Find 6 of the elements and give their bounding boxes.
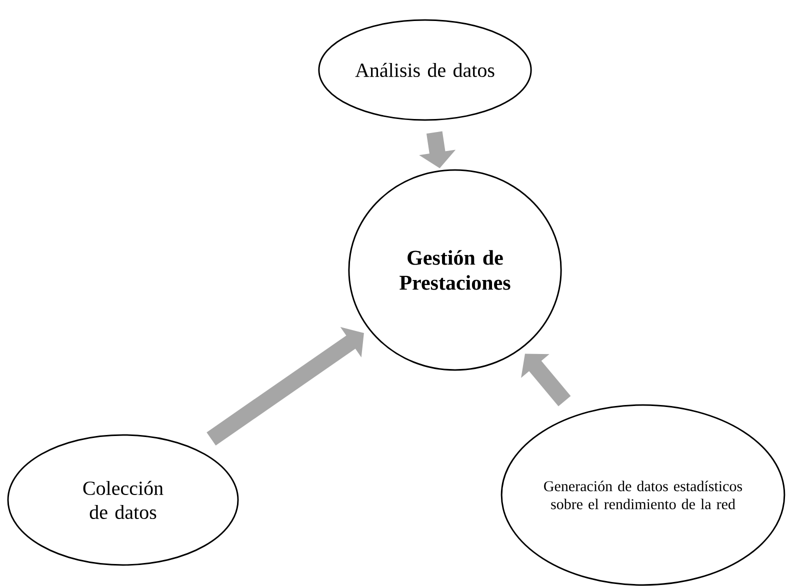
block-arrow bbox=[521, 354, 571, 406]
ellipse-node: Análisis de datos bbox=[318, 19, 532, 121]
block-arrow bbox=[206, 326, 364, 446]
ellipse-node: Generación de datos estadísticos sobre el rendimiento de la red bbox=[500, 404, 786, 586]
ellipse-node: Gestión de Prestaciones bbox=[348, 169, 562, 371]
ellipse-node: Colección de datos bbox=[7, 434, 239, 566]
